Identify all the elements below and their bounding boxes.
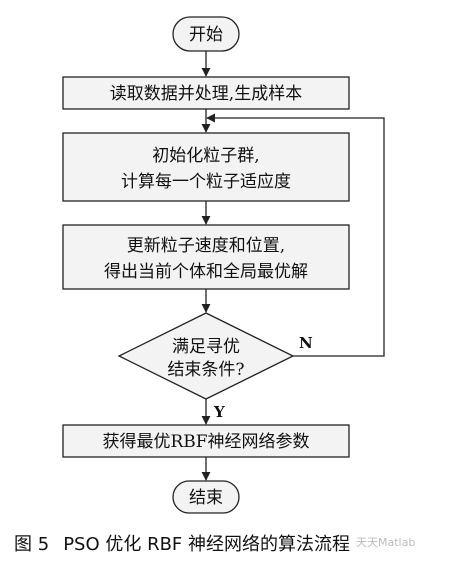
- flowchart: 开始 读取数据并处理,生成样本 初始化粒子群, 计算每一个粒子适应度 更新粒子速…: [62, 16, 385, 514]
- init-label-line2: 计算每一个粒子适应度: [121, 172, 291, 192]
- get-params-label: 获得最优RBF神经网络参数: [102, 432, 309, 452]
- watermark: 天天Matlab: [356, 536, 416, 549]
- end-label: 结束: [189, 488, 223, 508]
- end-node: 结束: [172, 480, 240, 514]
- edge-label-no: N: [299, 334, 313, 352]
- arrow-no-loop: [206, 113, 385, 357]
- update-label-line1: 更新粒子速度和位置,: [127, 236, 285, 256]
- condition-label-line2: 结束条件?: [167, 360, 244, 380]
- start-node: 开始: [172, 16, 240, 52]
- get-params-node: 获得最优RBF神经网络参数: [62, 424, 350, 458]
- figure-number: 图 5: [14, 534, 50, 555]
- read-data-node: 读取数据并处理,生成样本: [62, 76, 350, 110]
- init-label-line1: 初始化粒子群,: [152, 146, 259, 166]
- condition-label-line1: 满足寻优: [172, 337, 240, 357]
- figure-caption: 图 5 PSO 优化 RBF 神经网络的算法流程: [14, 530, 454, 556]
- update-node: 更新粒子速度和位置, 得出当前个体和全局最优解: [62, 224, 350, 290]
- update-label-line2: 得出当前个体和全局最优解: [104, 262, 308, 282]
- condition-node: 满足寻优 结束条件?: [117, 312, 295, 400]
- edge-label-yes: Y: [213, 403, 225, 421]
- start-label: 开始: [189, 25, 223, 45]
- figure-caption-text: PSO 优化 RBF 神经网络的算法流程: [63, 534, 351, 555]
- init-node: 初始化粒子群, 计算每一个粒子适应度: [62, 132, 350, 202]
- read-data-label: 读取数据并处理,生成样本: [110, 84, 302, 104]
